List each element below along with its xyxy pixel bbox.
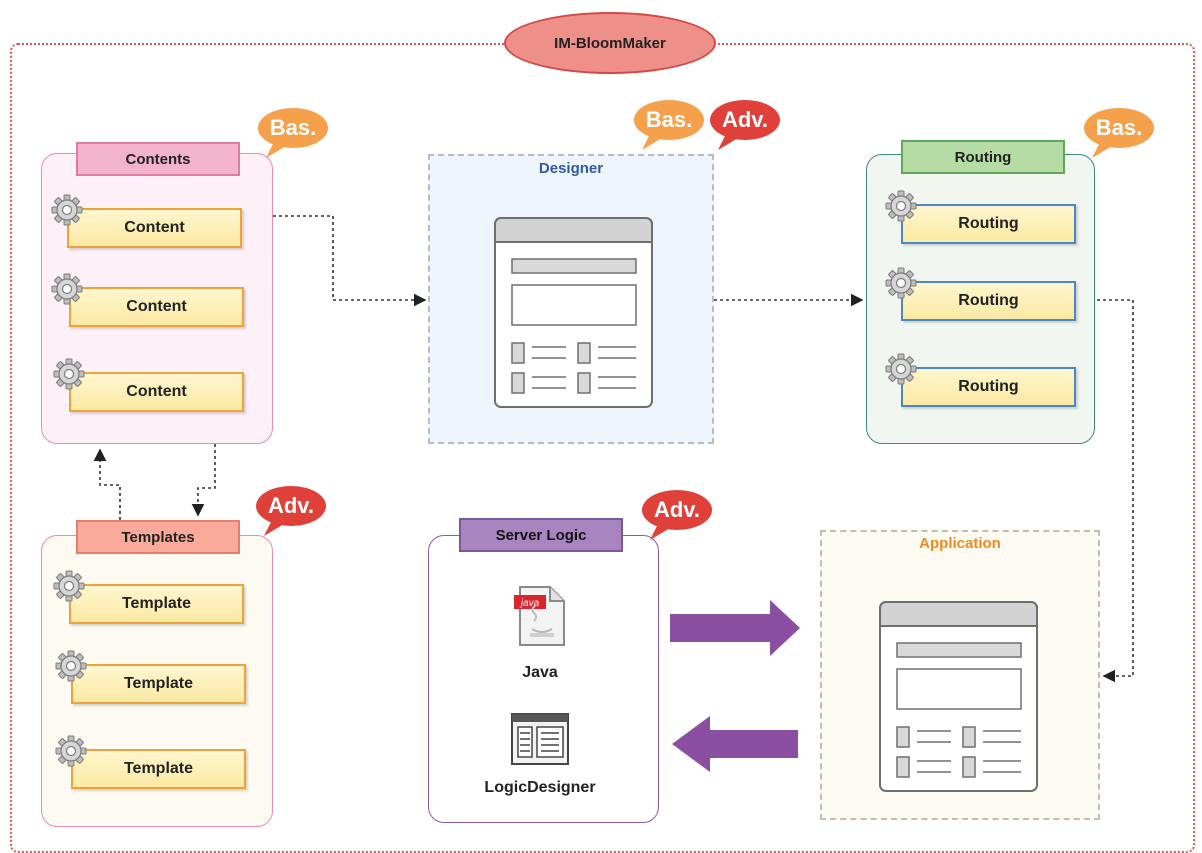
gear-icon [54,649,88,683]
diagram-title: IM-BloomMaker [504,12,716,74]
bas-badge: Bas. [1082,106,1156,160]
bas-badge: Bas. [632,98,706,152]
adv-badge-label: Adv. [653,497,701,522]
gear-icon [50,272,84,306]
bas-badge: Bas. [256,106,330,160]
gear-icon [52,357,86,391]
designer-title: Designer [538,160,604,177]
templates-tab: Templates [76,520,240,554]
content-to-designer-connector [243,215,427,307]
routing-to-application-connector [1097,299,1134,683]
adv-badge: Adv. [640,488,714,542]
template-item[interactable]: Template [71,749,246,789]
gear-icon [884,266,918,300]
contents-tab: Contents [76,142,240,176]
server-logic-group [428,535,659,823]
gear-icon [884,189,918,223]
template-item[interactable]: Template [71,664,246,704]
form-window-icon [879,601,1038,792]
content-item[interactable]: Content [69,287,244,327]
routing-item[interactable]: Routing [901,281,1076,321]
server-logic-tab: Server Logic [459,518,623,552]
gear-icon [50,193,84,227]
gear-icon [884,352,918,386]
adv-badge: Adv. [708,98,782,152]
routing-item[interactable]: Routing [901,367,1076,407]
application-title: Application [919,535,1001,552]
contents-to-templates-connector [191,444,216,517]
bas-badge-label: Bas. [645,107,693,132]
java-file-icon: java [514,586,565,646]
bas-badge-label: Bas. [1095,115,1143,140]
routing-tab: Routing [901,140,1065,174]
adv-badge-label: Adv. [721,107,769,132]
adv-badge: Adv. [254,484,328,538]
content-item[interactable]: Content [69,372,244,412]
templates-to-contents-connector [93,448,121,520]
application-to-server-arrow [672,716,798,772]
java-file-tag: java [519,598,540,609]
bas-badge-label: Bas. [269,115,317,140]
adv-badge-label: Adv. [267,493,315,518]
gear-icon [54,734,88,768]
template-item[interactable]: Template [69,584,244,624]
routing-item[interactable]: Routing [901,204,1076,244]
gear-icon [52,569,86,603]
server-to-application-arrow [670,600,800,656]
logic-designer-icon [511,713,569,765]
content-item[interactable]: Content [67,208,242,248]
java-label: Java [522,664,558,681]
form-window-icon [494,217,653,408]
logic-designer-label: LogicDesigner [484,779,596,796]
